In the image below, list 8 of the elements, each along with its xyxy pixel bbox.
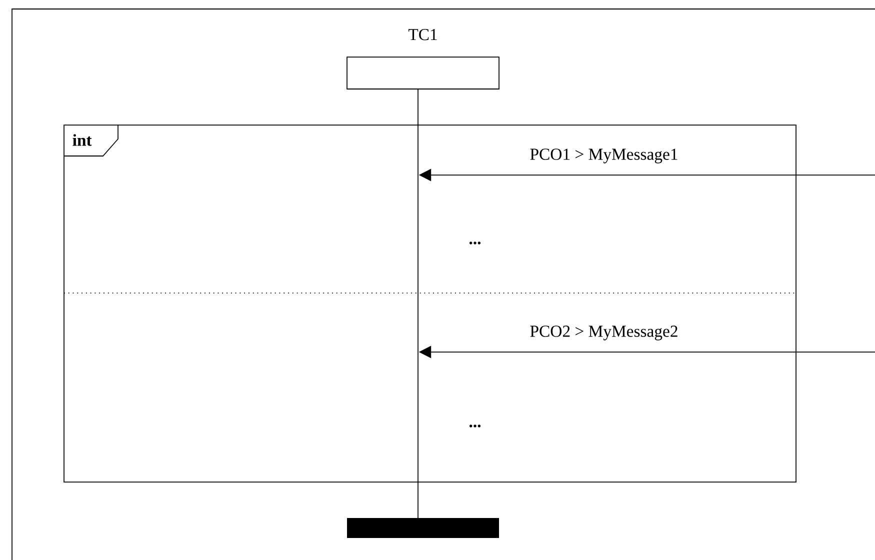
- ellipsis-text: ...: [470, 242, 481, 244]
- frame-tag: int: [64, 124, 118, 156]
- instance-name: TC1: [408, 29, 437, 40]
- ellipsis-text: ...: [470, 424, 481, 428]
- message-label: PCO2 > MyMessage2: [528, 324, 680, 342]
- instance-end-bar: [347, 518, 499, 538]
- instance-box: [346, 29, 500, 90]
- message-label: PCO1 > MyMessage1: [528, 146, 680, 166]
